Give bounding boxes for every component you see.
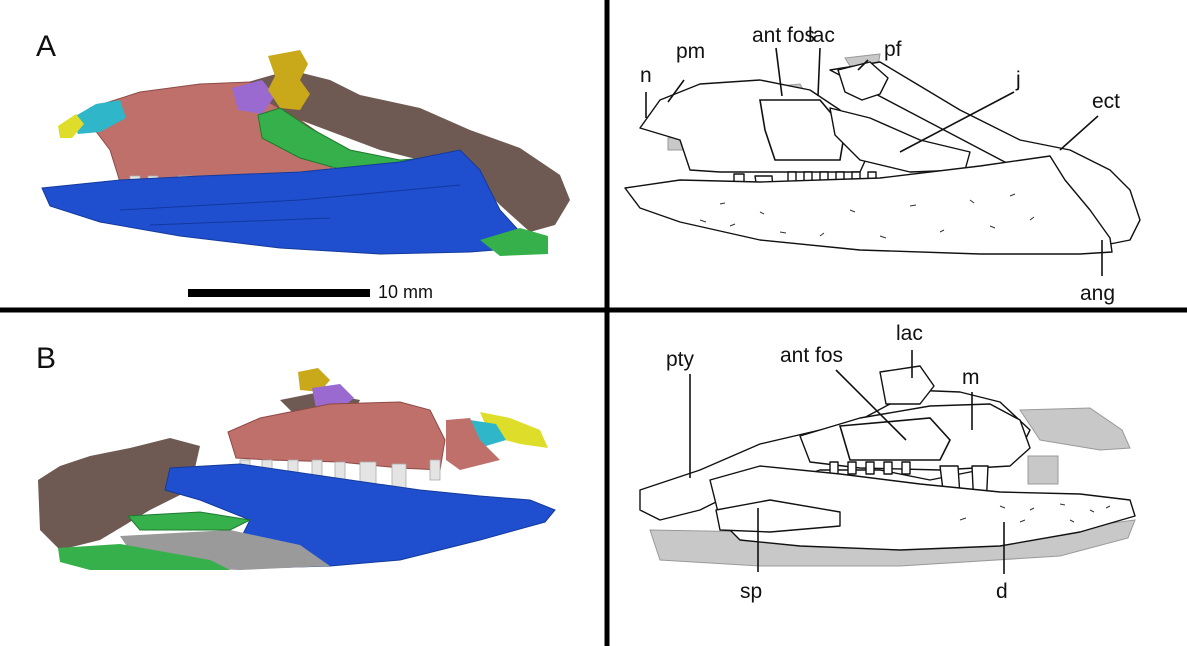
jugal-b xyxy=(128,512,250,530)
label-pty: pty xyxy=(666,348,695,371)
drawing-b xyxy=(640,350,1135,574)
label-ang: ang xyxy=(1080,282,1115,305)
label-ect: ect xyxy=(1092,90,1120,113)
label-ant-fos-b: ant fos xyxy=(780,344,843,367)
scale-bar-label: 10 mm xyxy=(378,282,433,302)
drawing-a xyxy=(625,48,1140,276)
render-a xyxy=(42,50,570,256)
label-n: n xyxy=(640,64,652,87)
label-pm: pm xyxy=(676,40,705,63)
panel-label-b: B xyxy=(36,342,56,375)
label-d: d xyxy=(996,580,1008,603)
scale-bar xyxy=(188,289,370,297)
label-ant-fos-a: ant fos xyxy=(752,24,815,47)
label-sp: sp xyxy=(740,580,762,603)
label-m: m xyxy=(962,366,980,389)
label-lac-b: lac xyxy=(896,322,923,345)
maxilla-b xyxy=(228,402,445,470)
render-b xyxy=(38,368,555,570)
label-lac-a: lac xyxy=(808,24,835,47)
label-pf: pf xyxy=(884,38,902,61)
panel-label-a: A xyxy=(36,30,56,63)
label-j: j xyxy=(1015,68,1021,91)
